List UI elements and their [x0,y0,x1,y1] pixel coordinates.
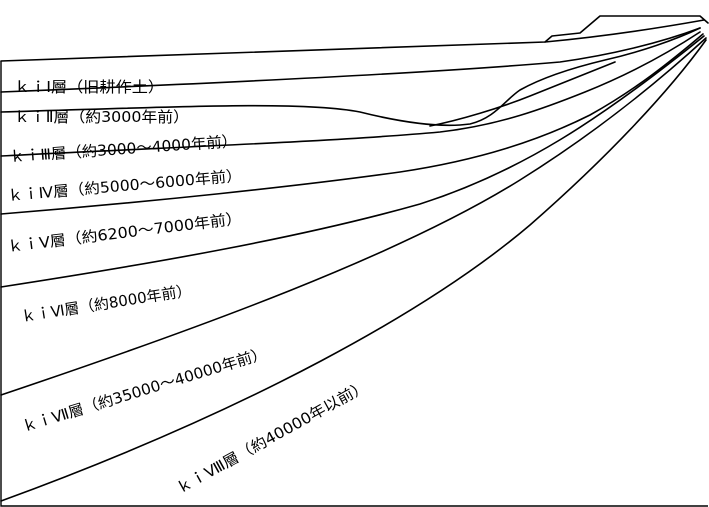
boundary-ki6-bottom [0,37,707,396]
boundary-ki1-bottom [0,27,701,93]
boundary-ki7-bottom [0,39,707,502]
boundary-ki2-bottom [0,27,701,127]
layer-label-ki5: ｋｉⅤ層（約6200～7000年前） [6,209,242,256]
layer-label-ki1: ｋｉⅠ層（旧耕作土） [14,78,164,96]
boundary-ki5-bottom [0,35,705,288]
layer-label-ki6: ｋｉⅥ層（約8000年前） [20,281,193,326]
layer-label-ki7: ｋｉⅦ層（約35000～40000年前） [20,344,269,436]
boundary-ki3-bottom [0,31,701,157]
section-frame [0,61,708,507]
ground-surface-line-upper [544,19,705,43]
boundary-ki4-bottom [0,33,704,215]
layer-label-ki4: ｋｉⅣ層（約5000～6000年前） [7,167,243,205]
layer-label-ki3: ｋｉⅢ層（約3000～4000年前） [9,132,238,166]
layer-label-ki8: ｋｉⅧ層（約40000年以前） [173,377,371,497]
layer-label-ki2: ｋｉⅡ層（約3000年前） [14,108,189,126]
boundary-ki2-lens [429,61,616,127]
